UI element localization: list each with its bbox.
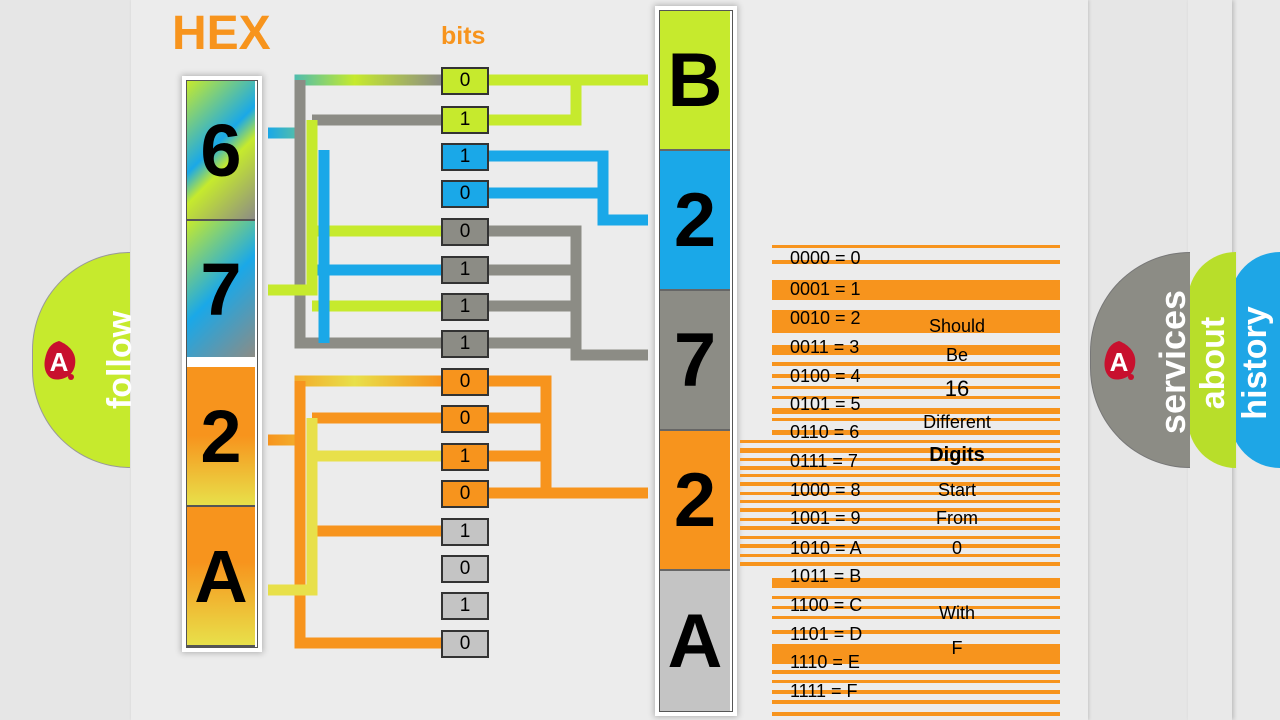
tab-about-label: about [1194, 316, 1232, 410]
word-label: Be [945, 345, 969, 365]
stack-digit-cell: A [660, 571, 730, 711]
tab-services-label: services [1152, 289, 1193, 435]
table-row: 0001 = 1 [790, 279, 861, 299]
stack-digit-cell: B [660, 11, 730, 151]
bit-cell: 1 [441, 256, 489, 284]
bit-cell: 1 [441, 106, 489, 134]
table-row: 0101 = 5 [790, 394, 861, 414]
word-label: 0 [951, 538, 962, 558]
hex-digit-cell: 6 [187, 81, 255, 221]
hex-digit-cell: 7 [187, 221, 255, 361]
table-row: 1011 = B [790, 566, 862, 586]
bit-cell: 1 [441, 330, 489, 358]
word-label: From [936, 508, 978, 528]
table-row: 0110 = 6 [790, 422, 860, 442]
table-row: 1101 = D [790, 624, 863, 644]
table-row: 1110 = E [790, 652, 860, 672]
hex-title: HEX [172, 7, 271, 60]
bit-cell: 0 [441, 555, 489, 583]
word-label: Start [937, 480, 976, 500]
hex-digit-cell: A [187, 507, 255, 647]
bit-cell: 1 [441, 592, 489, 620]
table-row: 1111 = F [790, 681, 858, 701]
hex-digit-cell: 2 [187, 367, 255, 507]
logo-a-icon: A [44, 341, 76, 380]
stack-digit-cell: 2 [660, 431, 730, 571]
bit-cell: 0 [441, 630, 489, 658]
table-row: 0100 = 4 [790, 366, 861, 386]
tab-about[interactable] [1188, 252, 1236, 468]
tab-history[interactable] [1230, 252, 1280, 468]
table-row: 1001 = 9 [790, 508, 861, 528]
bit-cell: 0 [441, 218, 489, 246]
word-label: 16 [944, 376, 970, 401]
bit-cell: 1 [441, 443, 489, 471]
table-row: 1100 = C [790, 595, 863, 615]
svg-text:A: A [50, 347, 69, 377]
word-label: With [939, 603, 975, 623]
bits-title: bits [441, 22, 486, 50]
bit-cell: 0 [441, 67, 489, 95]
digit-stack: B 2 7 2 A [659, 10, 733, 712]
stack-digit-cell: 7 [660, 291, 730, 431]
table-row: 0011 = 3 [790, 337, 860, 357]
bit-cell: 1 [441, 518, 489, 546]
word-label: Digits [929, 444, 985, 466]
table-row: 0000 = 0 [790, 248, 861, 268]
bit-cell: 1 [441, 293, 489, 321]
bit-cell: 0 [441, 368, 489, 396]
tab-history-label: history [1236, 306, 1274, 420]
bit-cell: 0 [441, 480, 489, 508]
svg-text:A: A [1110, 347, 1129, 377]
table-row: 0010 = 2 [790, 308, 861, 328]
bit-cell: 0 [441, 405, 489, 433]
stack-digit-cell: 2 [660, 151, 730, 291]
logo-a-icon: A [1104, 341, 1136, 380]
table-row: 1000 = 8 [790, 480, 861, 500]
follow-tab-label: follow [101, 310, 139, 410]
bit-cell: 0 [441, 180, 489, 208]
table-row: 0111 = 7 [790, 451, 858, 471]
table-row: 1010 = A [790, 538, 862, 558]
word-label: Should [928, 316, 986, 336]
bit-cell: 1 [441, 143, 489, 171]
hex-digit-box: 6 7 2 A [186, 80, 258, 648]
word-label: Different [923, 412, 991, 432]
word-label: F [951, 638, 963, 658]
